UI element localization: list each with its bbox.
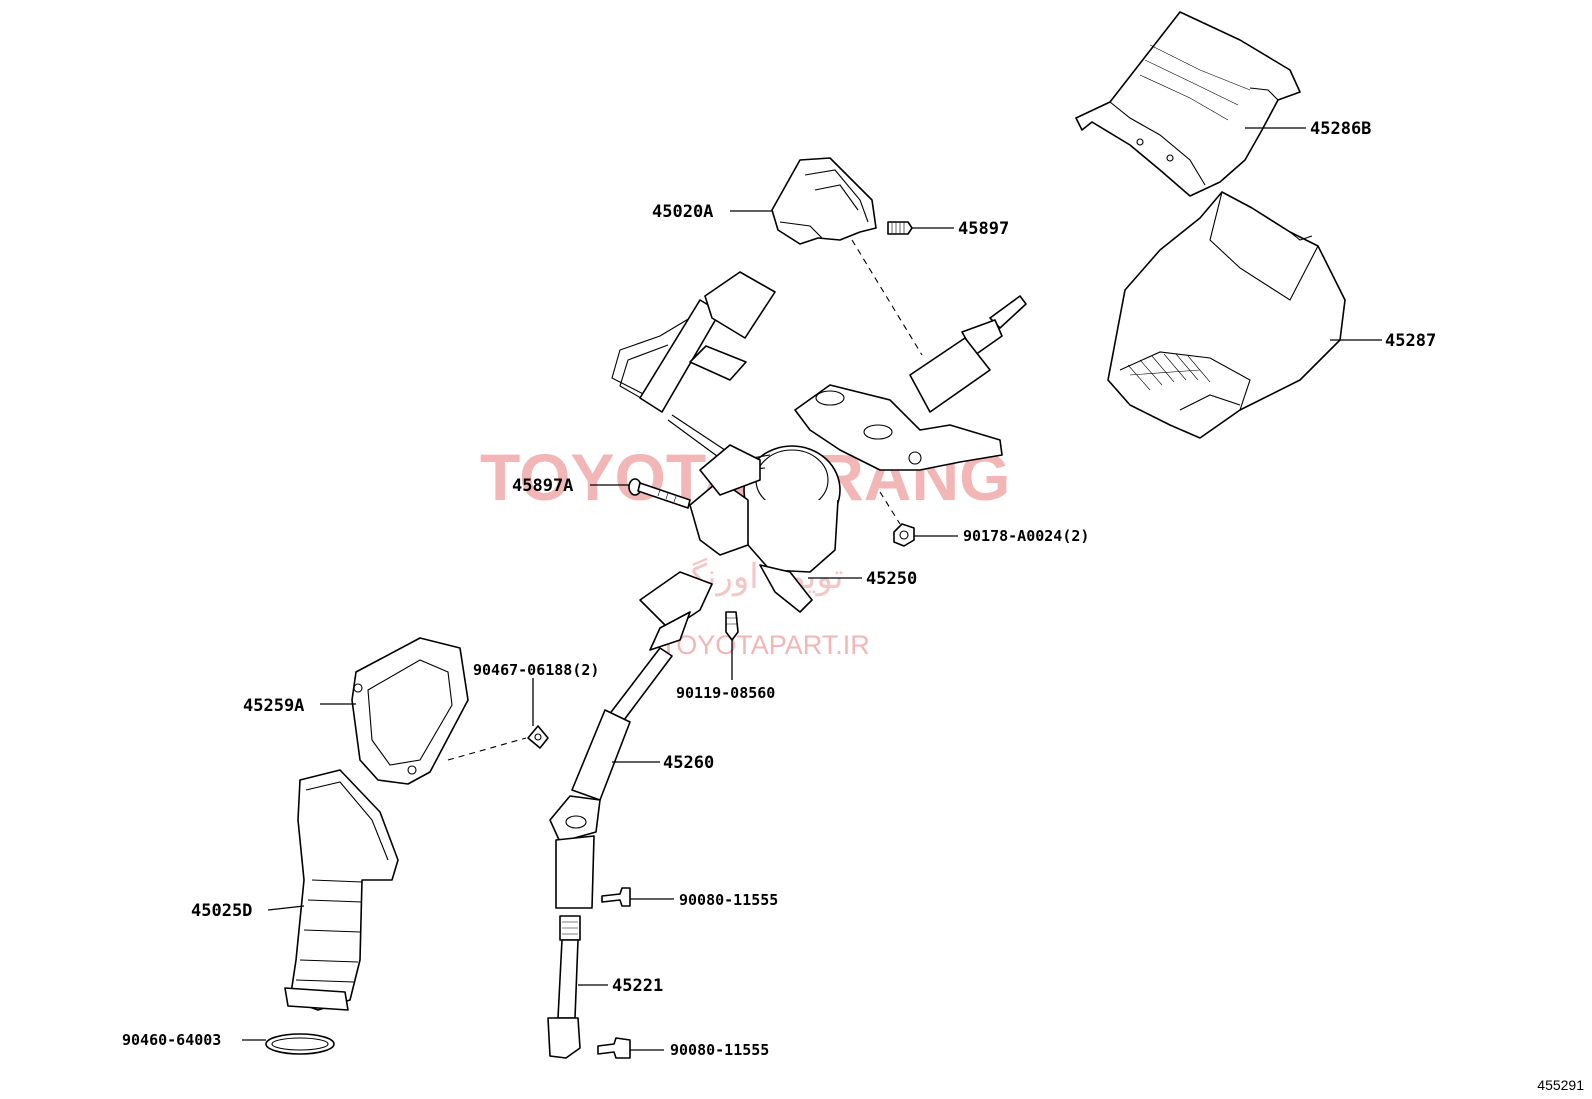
label-45020a[interactable]: 45020A — [652, 202, 713, 222]
label-45025d[interactable]: 45025D — [191, 901, 252, 921]
label-90178-a0024[interactable]: 90178-A0024(2) — [963, 527, 1089, 545]
diagram-id: 455291 — [1537, 1077, 1584, 1093]
hole-cover-plate-part[interactable] — [351, 637, 469, 785]
label-45897a[interactable]: 45897A — [512, 476, 573, 496]
switch-cover-part[interactable] — [771, 157, 877, 245]
label-45286b[interactable]: 45286B — [1310, 119, 1371, 139]
bolt-90080-upper-part[interactable] — [601, 887, 631, 907]
label-90119-08560[interactable]: 90119-08560 — [676, 684, 775, 702]
lower-shaft-part[interactable] — [547, 915, 581, 1059]
clip-90467-part[interactable] — [527, 725, 549, 749]
label-45250[interactable]: 45250 — [866, 569, 917, 589]
screw-45897-part[interactable] — [887, 221, 913, 235]
column-hole-boot-part[interactable] — [284, 769, 399, 1011]
bolt-45897a-part[interactable] — [628, 478, 691, 509]
part-labels: 45286B 45020A 45897 45287 45897A 90178-A… — [122, 119, 1436, 1059]
dashed-reference-lines — [447, 239, 923, 761]
label-45287[interactable]: 45287 — [1385, 331, 1436, 351]
label-90080-11555-lower[interactable]: 90080-11555 — [670, 1041, 769, 1059]
label-90460-64003[interactable]: 90460-64003 — [122, 1031, 221, 1049]
watermark-url: TOYOTAPART.IR — [660, 630, 870, 660]
intermediate-shaft-part[interactable] — [549, 571, 713, 909]
label-45259a[interactable]: 45259A — [243, 696, 304, 716]
leader-lines — [242, 127, 1382, 1051]
label-90467-06188[interactable]: 90467-06188(2) — [473, 661, 599, 679]
steering-column-assembly-part[interactable] — [611, 271, 1027, 613]
bolt-90119-part[interactable] — [725, 611, 739, 641]
bolt-90080-lower-part[interactable] — [597, 1037, 631, 1059]
label-45897[interactable]: 45897 — [958, 219, 1009, 239]
nut-90178-part[interactable] — [893, 523, 915, 547]
upper-column-cover-part[interactable] — [1075, 11, 1301, 197]
label-45221[interactable]: 45221 — [612, 976, 663, 996]
lower-column-cover-part[interactable] — [1107, 191, 1346, 439]
clamp-90460-part[interactable] — [265, 1033, 335, 1055]
label-90080-11555-upper[interactable]: 90080-11555 — [679, 891, 778, 909]
label-45260[interactable]: 45260 — [663, 753, 714, 773]
